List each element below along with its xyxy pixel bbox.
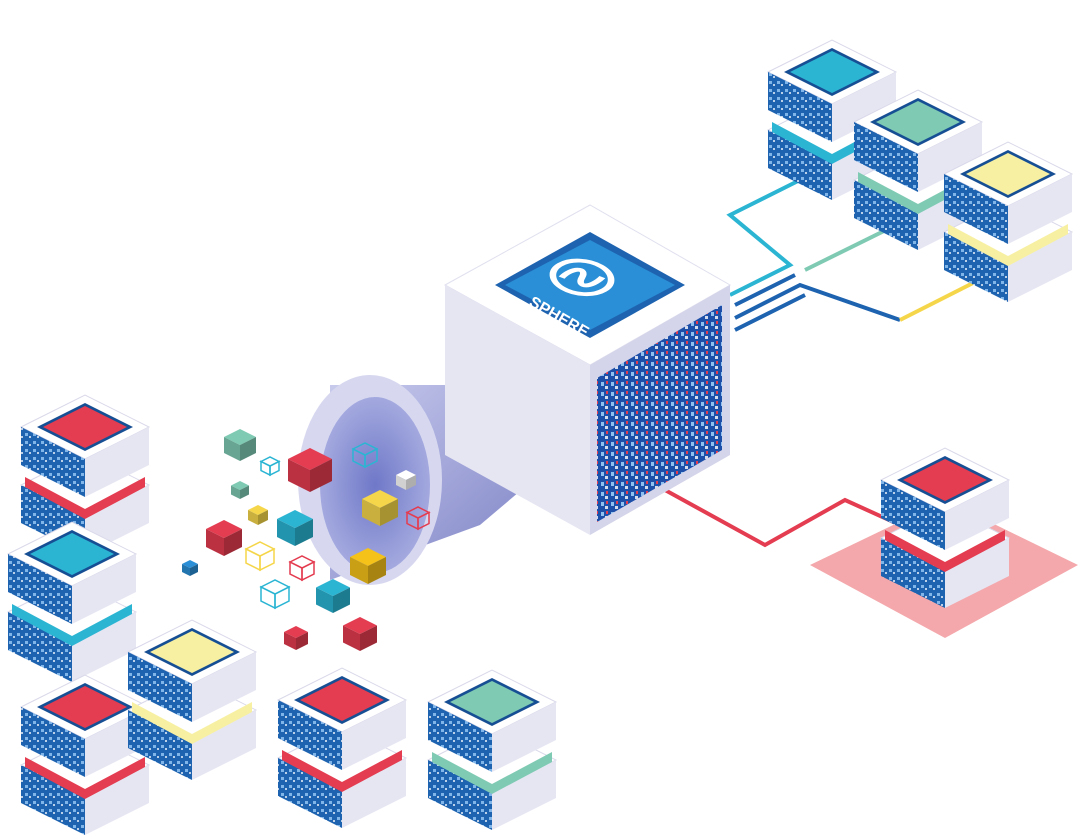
line-blue-2	[734, 282, 901, 322]
server-stack-left-middle	[6, 521, 138, 682]
data-cube-teal	[316, 579, 350, 613]
data-cube-teal-outline	[259, 456, 281, 477]
data-cube-red	[343, 617, 377, 651]
connection-lines	[664, 178, 976, 548]
line-yellow	[899, 280, 976, 322]
data-cube-yellow	[362, 490, 398, 526]
server-stack-bottom-mint	[426, 669, 558, 830]
data-cube-mint	[231, 481, 249, 499]
server-stack-right-red-on-pad	[879, 447, 1011, 608]
data-cubes	[182, 429, 431, 651]
data-cube-teal	[277, 510, 313, 546]
data-cube-red	[206, 520, 242, 556]
server-stack-bottom-red	[276, 667, 408, 828]
server-stack-left-top	[19, 394, 151, 555]
data-cube-yellow-outline	[244, 541, 276, 572]
data-cube-blue	[182, 560, 198, 576]
data-cube-teal-outline	[351, 442, 379, 469]
line-red	[664, 488, 901, 548]
line-teal	[726, 178, 801, 297]
funnel	[298, 370, 545, 585]
server-stack-right-top-teal	[766, 39, 898, 200]
sphere-processor-box: SPHERE	[443, 204, 732, 535]
data-cube-gold	[350, 548, 386, 584]
server-stack-left-bottom	[19, 674, 151, 835]
data-cube-white	[396, 470, 416, 490]
server-stack-right-top-yellow	[942, 141, 1074, 302]
data-cube-red	[288, 448, 332, 492]
line-blue-3	[734, 293, 806, 332]
data-cube-mint	[224, 429, 256, 461]
line-mint	[804, 226, 891, 272]
data-cube-yellow	[248, 505, 268, 525]
data-cube-red	[284, 626, 308, 650]
data-cube-red-outline	[288, 555, 316, 582]
sphere-s-logo-icon	[549, 258, 615, 297]
data-cube-red-outline	[405, 506, 431, 531]
server-stacks	[6, 39, 1074, 835]
line-blue-1	[734, 273, 796, 307]
server-stack-bottom-yellow	[126, 619, 258, 780]
data-cube-teal-outline	[259, 579, 291, 610]
